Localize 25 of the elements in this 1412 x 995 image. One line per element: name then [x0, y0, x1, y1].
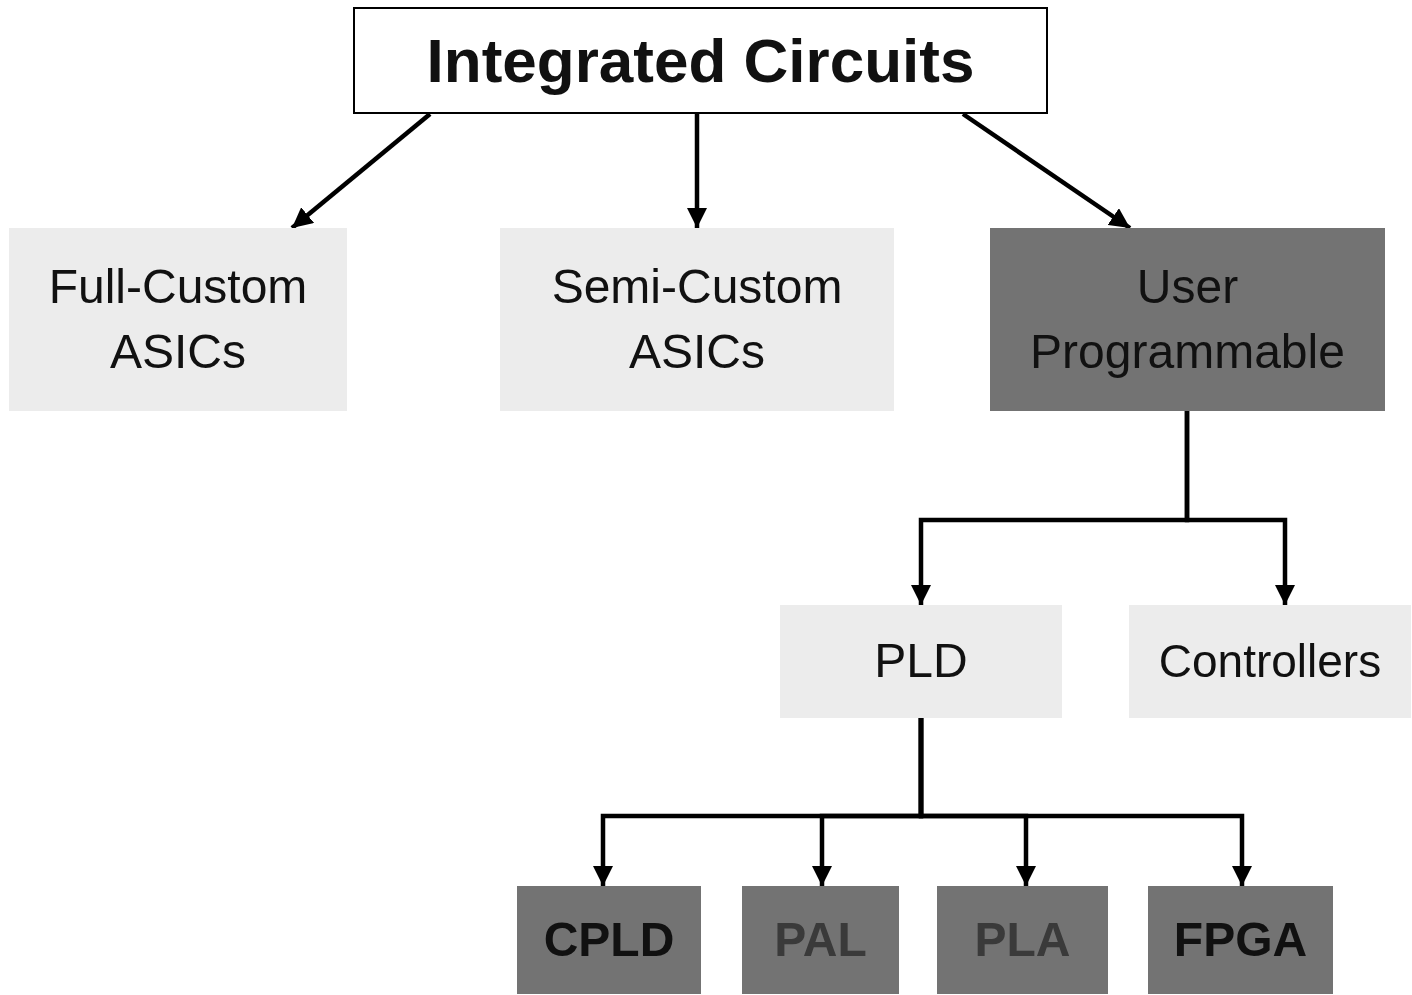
- node-label: FPGA: [1173, 911, 1308, 968]
- title-text: Integrated Circuits: [426, 24, 975, 97]
- node-label: PAL: [774, 911, 867, 968]
- title-box: [353, 7, 1048, 114]
- device-box: [1148, 886, 1333, 994]
- arrow: [290, 112, 432, 230]
- arrow: [1184, 411, 1296, 605]
- device-box: [937, 886, 1108, 994]
- category-box: [1129, 605, 1411, 718]
- category-box: [990, 228, 1385, 411]
- category-box: [500, 228, 894, 411]
- node-label: User Programmable: [1029, 258, 1346, 380]
- node-label: Semi-Custom ASICs: [550, 258, 844, 380]
- arrow: [918, 718, 1253, 886]
- node-label: PLD: [874, 633, 968, 690]
- category-box: [780, 605, 1062, 718]
- arrow: [686, 114, 708, 228]
- device-box: [517, 886, 701, 994]
- node-label: Full-Custom ASICs: [47, 258, 309, 380]
- arrow: [961, 112, 1132, 230]
- node-label: CPLD: [543, 911, 675, 968]
- node-label: Controllers: [1158, 634, 1382, 690]
- node-label: PLA: [974, 911, 1071, 968]
- device-box: [742, 886, 899, 994]
- category-box: [9, 228, 347, 411]
